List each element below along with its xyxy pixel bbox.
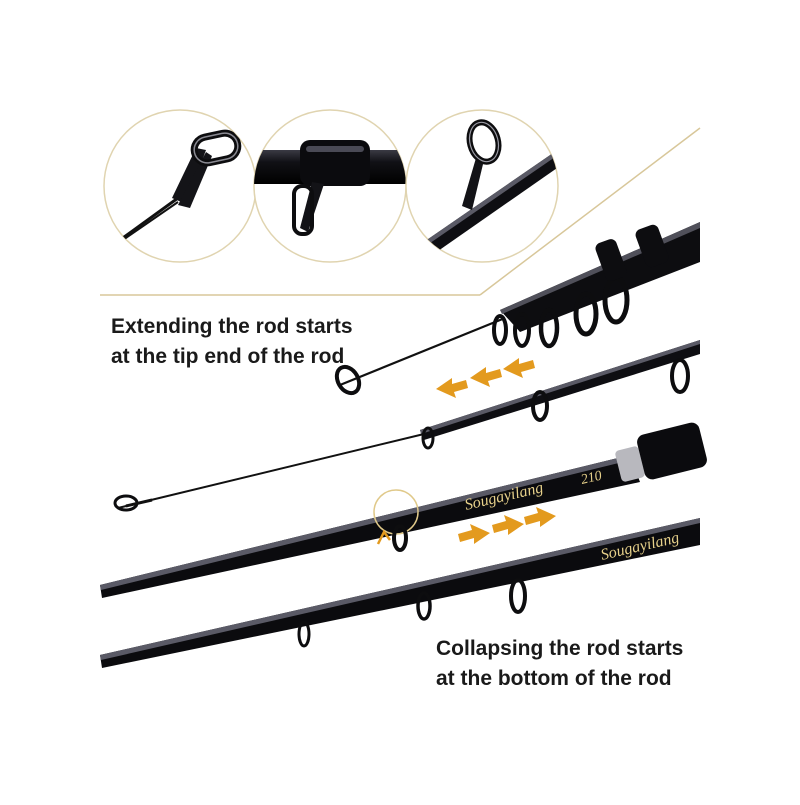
caption-extending-line1: Extending the rod starts xyxy=(111,315,353,338)
caption-collapsing: Collapsing the rod starts at the bottom … xyxy=(436,634,683,694)
detail-circle-guide-closeup xyxy=(253,109,407,263)
rod-tip-section xyxy=(113,340,700,512)
arrow-right-icon xyxy=(458,507,556,544)
arrow-left-icon xyxy=(436,358,535,398)
caption-extending-line2: at the tip end of the rod xyxy=(111,345,345,368)
rod-model-label: 210 xyxy=(580,469,604,488)
detail-circle-guide-section xyxy=(405,109,559,263)
caption-collapsing-line1: Collapsing the rod starts xyxy=(436,637,684,660)
accent-line xyxy=(479,127,701,296)
caption-collapsing-line2: at the bottom of the rod xyxy=(436,667,672,690)
rod-main-section: Sougayilang 210 xyxy=(100,422,707,598)
detail-circle-tip-guide xyxy=(103,109,257,263)
rod-extending xyxy=(334,222,700,396)
caption-extending: Extending the rod starts at the tip end … xyxy=(111,312,353,372)
